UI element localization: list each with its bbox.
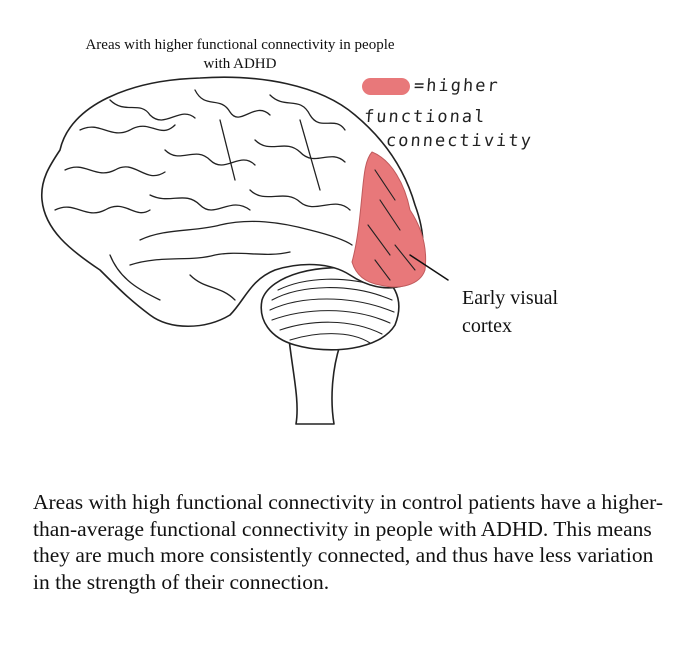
cerebrum [40,76,424,328]
diagram-title: Areas with higher functional connectivit… [40,36,440,74]
region-label: Early visual cortex [462,284,558,340]
legend-text-line-2: functional [363,107,488,127]
legend-text-line-3: connectivity [385,131,534,151]
region-label-line-2: cortex [462,315,512,337]
legend-swatch [362,78,410,95]
region-label-line-1: Early visual [462,287,559,309]
title-line-1: Areas with higher functional connectivit… [85,37,395,53]
leader-line [409,254,449,281]
cerebellum [260,266,400,351]
title-line-2: with ADHD [203,56,277,72]
early-visual-cortex-highlight [351,151,427,288]
legend-text-line-1: =higher [413,76,501,96]
description-paragraph: Areas with high functional connectivity … [33,490,664,594]
brainstem [287,329,341,425]
